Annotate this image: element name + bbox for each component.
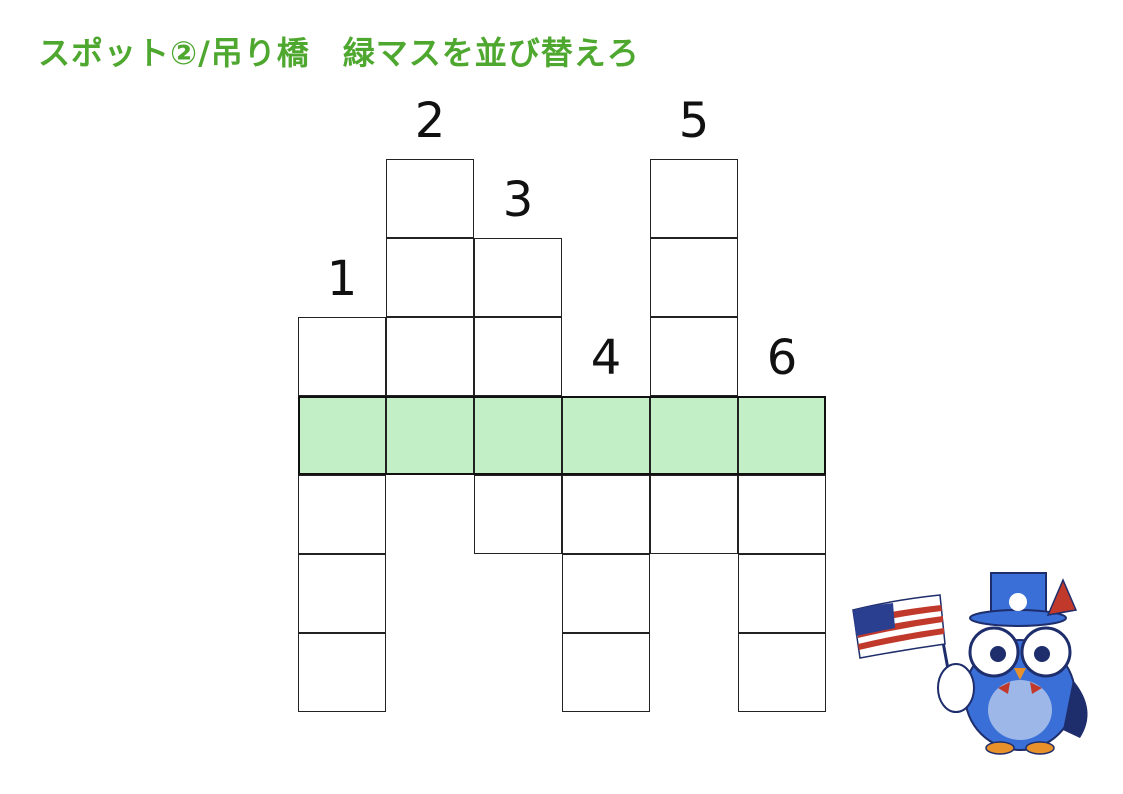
top-hat-icon	[969, 572, 1078, 627]
grid-cell[interactable]	[298, 317, 386, 396]
grid-cell[interactable]	[474, 317, 562, 396]
answer-cell[interactable]	[386, 396, 474, 475]
grid-cell[interactable]	[386, 159, 474, 238]
grid-cell[interactable]	[474, 238, 562, 317]
us-flag-icon	[852, 594, 946, 659]
grid-cell[interactable]	[562, 633, 650, 712]
clue-number-4: 4	[590, 330, 622, 386]
grid-cell[interactable]	[738, 475, 826, 554]
grid-cell[interactable]	[474, 475, 562, 554]
clue-number-1: 1	[326, 251, 358, 307]
grid-cell[interactable]	[298, 633, 386, 712]
clue-number-6: 6	[766, 330, 798, 386]
clue-number-2: 2	[414, 93, 446, 149]
grid-cell[interactable]	[562, 475, 650, 554]
grid-cell[interactable]	[386, 317, 474, 396]
grid-cell[interactable]	[650, 238, 738, 317]
grid-cell[interactable]	[650, 317, 738, 396]
grid-cell[interactable]	[650, 475, 738, 554]
clue-number-5: 5	[678, 93, 710, 149]
owl-body-icon	[937, 626, 1088, 755]
answer-cell[interactable]	[650, 396, 738, 475]
grid-cell[interactable]	[386, 238, 474, 317]
grid-cell[interactable]	[738, 633, 826, 712]
answer-cell[interactable]	[738, 396, 826, 475]
puzzle-title: スポット②/吊り橋 緑マスを並び替えろ	[38, 34, 640, 72]
answer-cell[interactable]	[562, 396, 650, 475]
grid-cell[interactable]	[562, 554, 650, 633]
owl-mascot-icon	[848, 570, 1098, 764]
grid-cell[interactable]	[298, 475, 386, 554]
grid-cell[interactable]	[298, 554, 386, 633]
grid-cell[interactable]	[650, 159, 738, 238]
grid-cell[interactable]	[738, 554, 826, 633]
owl-mascot-svg	[852, 572, 1088, 755]
clue-number-3: 3	[502, 172, 534, 228]
answer-cell[interactable]	[474, 396, 562, 475]
answer-cell[interactable]	[298, 396, 386, 475]
